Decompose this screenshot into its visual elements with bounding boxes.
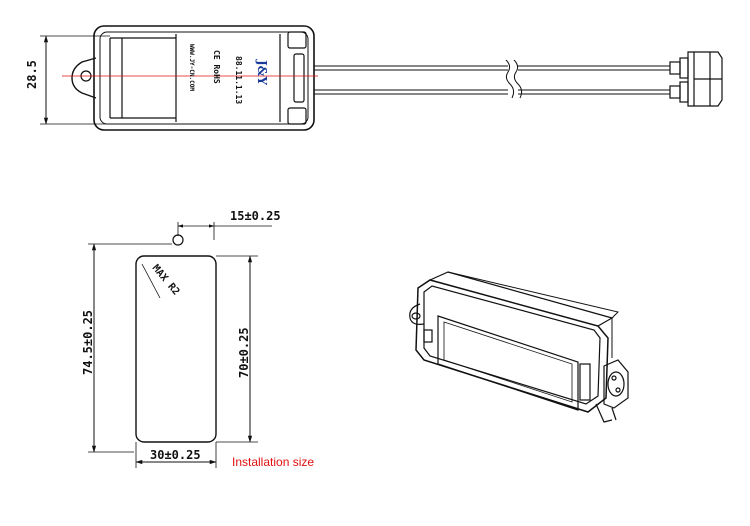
housing-outline [93,25,315,131]
outer-height-label: 74.5±0.25 [81,310,95,375]
top-view [40,25,723,131]
spade-connector [687,51,723,107]
iso-mount-hole [411,312,421,320]
date-code-label: 88.11.1.13 [234,56,243,104]
installation-caption: Installation size [232,455,314,469]
install-hole [172,234,184,246]
brand-label: J&Y [255,59,269,86]
hole-offset-label: 15±0.25 [230,209,281,223]
height-dim-label: 28.5 [25,60,39,89]
iso-housing [415,279,609,413]
cert-marks-label: CE RoHS [212,50,221,84]
isometric-view [409,271,629,423]
corner-radius-label: MAX R2 [150,263,182,298]
iso-window [437,315,579,411]
width-label: 30±0.25 [150,448,201,462]
inner-height-label: 70±0.25 [237,327,251,378]
cutout-outline [135,255,217,443]
website-label: WWW.JY-CN.COM [188,44,195,91]
iso-cable-exit [603,359,629,409]
installation-view [88,222,272,468]
connector-crimp-1 [669,61,681,75]
connector-crimp-2 [669,85,681,99]
